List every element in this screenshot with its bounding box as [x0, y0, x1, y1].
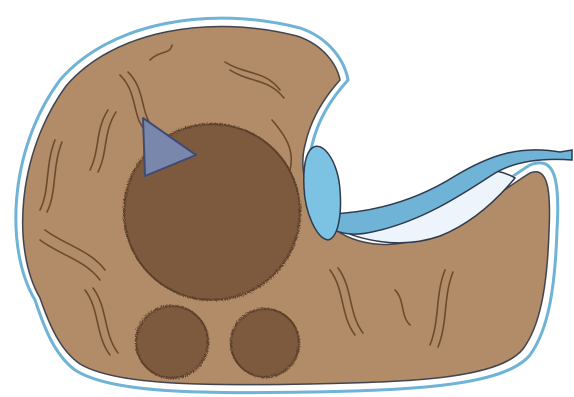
small-granule-left: [136, 306, 208, 378]
small-granule-right: [231, 309, 299, 377]
